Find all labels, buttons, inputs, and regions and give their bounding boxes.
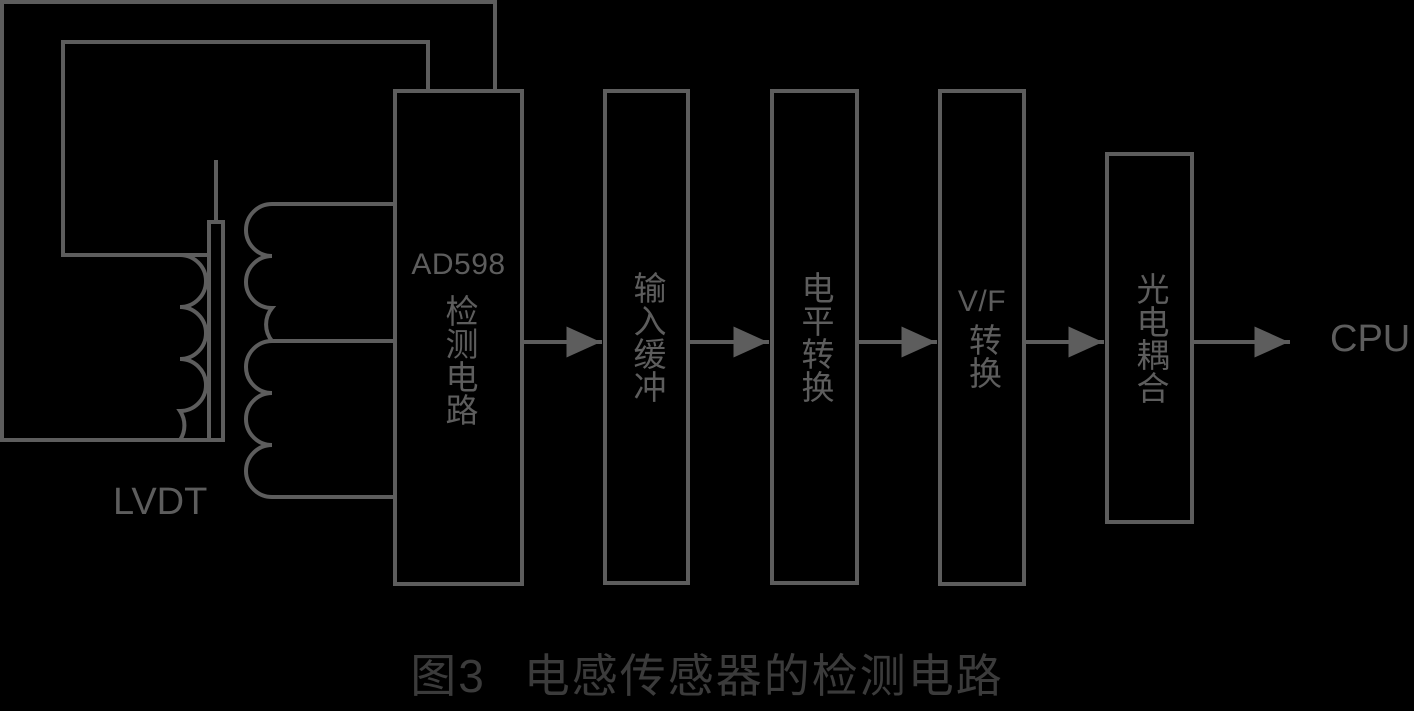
wire-outer-feedback [0, 0, 497, 442]
block-optocoupler [1105, 152, 1194, 524]
block-input-buffer [603, 89, 690, 585]
block-label-optocoupler-cjk: 光电耦合 [1131, 272, 1169, 404]
block-label-level-shift: 电平转换 [772, 91, 857, 583]
primary-winding [176, 253, 210, 442]
block-vf-converter [938, 89, 1026, 586]
block-ad598 [393, 89, 524, 586]
block-label-vf-cjk: 转换 [964, 323, 1002, 390]
lvdt-primary-coil [176, 253, 210, 442]
block-label-ad598-cjk: 检测电路 [440, 294, 478, 427]
block-label-optocoupler: 光电耦合 [1107, 154, 1192, 522]
core-rod [207, 220, 225, 442]
caption-title: 电感传感器的检测电路 [523, 650, 1004, 702]
secondary-upper-winding [244, 202, 397, 343]
block-label-input-buffer: 输入缓冲 [605, 91, 688, 583]
lvdt-core [207, 160, 225, 442]
caption-number: 图3 [410, 650, 486, 702]
block-level-shift [770, 89, 859, 585]
cpu-label: CPU [1330, 318, 1411, 360]
figure-caption: 图3 电感传感器的检测电路 [0, 640, 1414, 706]
block-label-level-shift-cjk: 电平转换 [796, 271, 834, 403]
block-label-vf-latin: V/F [957, 284, 1007, 318]
block-label-ad598-latin: AD598 [411, 247, 506, 281]
excitation-wiring [0, 0, 497, 442]
secondary-lower-winding [244, 339, 397, 499]
block-label-vf-converter: V/F 转换 [940, 91, 1024, 584]
wire-inner-feedback [61, 40, 430, 257]
block-label-input-buffer-cjk: 输入缓冲 [628, 271, 666, 403]
lvdt-secondary-coils [244, 202, 397, 499]
lvdt-label: LVDT [113, 481, 208, 523]
block-label-ad598: AD598 检测电路 [395, 91, 522, 584]
